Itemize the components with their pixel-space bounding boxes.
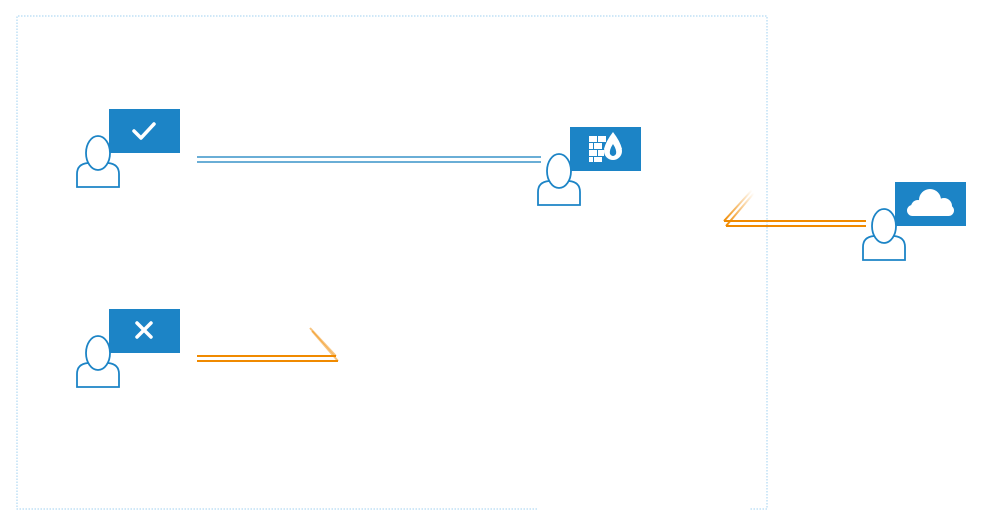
blocked-connection-untrusted [197,327,339,362]
firewall-icon [589,132,622,162]
user-icon [76,135,120,188]
trusted-user-node [76,109,180,188]
cloud-icon [907,189,954,216]
cloud-user-node [862,182,966,261]
firewall-user-node [537,127,641,206]
network-boundary [16,15,768,510]
allowed-connection [197,156,541,163]
checkmark-icon [132,122,156,140]
checkmark-badge [109,109,180,153]
user-icon [76,335,120,388]
x-icon [135,321,153,339]
cloud-deflection-1 [723,189,753,222]
blocked-deflection-2 [311,330,339,362]
boundary-left-top-right [16,15,768,510]
blocked-connection-cloud [723,189,866,227]
untrusted-user-node [76,309,180,388]
cloud-deflection-2 [725,192,755,227]
user-icon [537,153,581,206]
user-icon [862,208,906,261]
